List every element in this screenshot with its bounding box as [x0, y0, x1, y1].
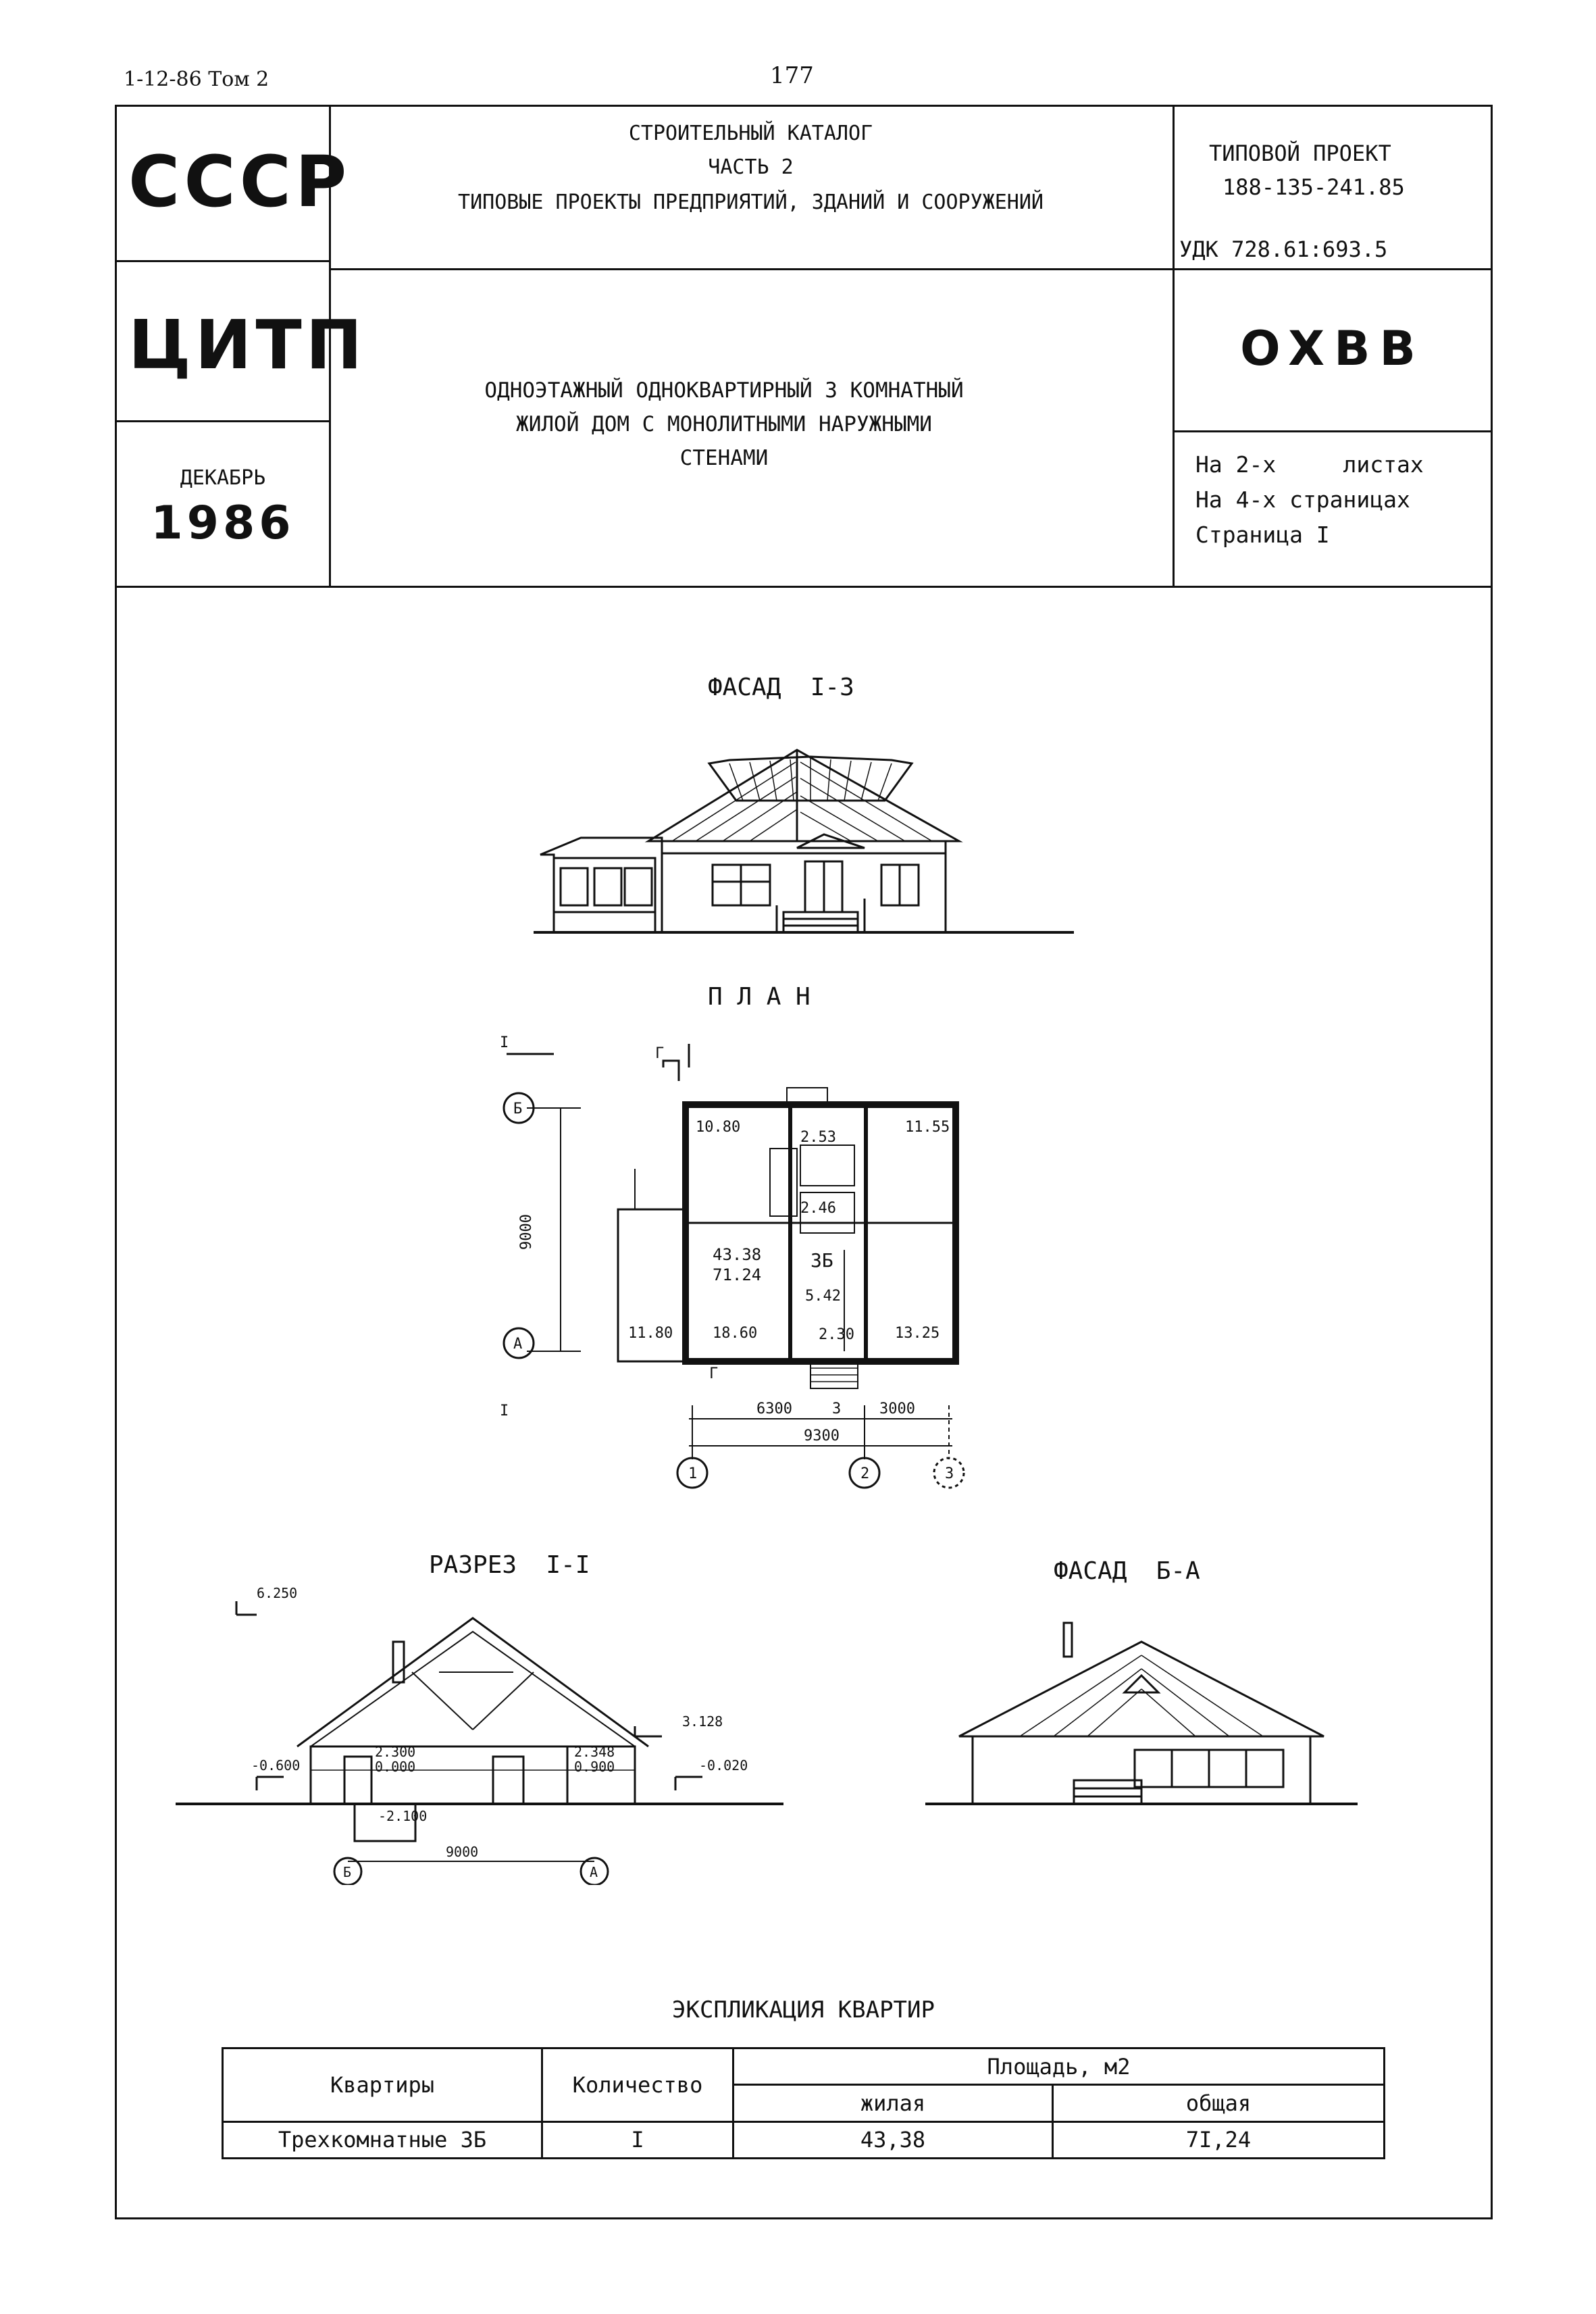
plan-title: П Л А Н	[708, 983, 810, 1011]
room-area: 11.80	[628, 1325, 673, 1342]
section-mark: Г	[655, 1045, 664, 1062]
stamp-divider	[1173, 105, 1175, 586]
page-info: Страница I	[1195, 522, 1330, 548]
catalog-line: СТРОИТЕЛЬНЫЙ КАТАЛОГ	[628, 122, 873, 145]
level-mark: -2.100	[378, 1808, 427, 1824]
cell-count: I	[541, 2120, 734, 2160]
project-title-line: ЖИЛОЙ ДОМ С МОНОЛИТНЫМИ НАРУЖНЫМИ	[516, 412, 932, 436]
level-mark: 3.128	[682, 1713, 723, 1730]
udk-code: УДК 728.61:693.5	[1179, 236, 1388, 262]
classification-code: OXBB	[1240, 321, 1425, 376]
cell-total: 7I,24	[1052, 2120, 1385, 2160]
catalog-line: ТИПОВЫЕ ПРОЕКТЫ ПРЕДПРИЯТИЙ, ЗДАНИЙ И СО…	[458, 191, 1044, 214]
level-mark: -0.020	[699, 1757, 748, 1774]
section-drawing: 6.250 3.128 -0.600 -0.020 -2.100 2.300 0…	[176, 1585, 783, 1885]
axis-label: 3	[945, 1465, 954, 1482]
stamp-divider	[115, 586, 1493, 588]
facade-b-a-title: ФАСАД Б-А	[1054, 1557, 1200, 1585]
project-title-line: ОДНОЭТАЖНЫЙ ОДНОКВАРТИРНЫЙ 3 КОМНАТНЫЙ	[484, 378, 964, 403]
stamp-divider	[115, 420, 329, 422]
axis-label: А	[513, 1336, 522, 1353]
dimension: 9000	[446, 1844, 478, 1860]
axis-label: 1	[688, 1465, 697, 1482]
org-citp: ЦИТП	[128, 305, 367, 384]
column-header-area: Площадь, м2	[732, 2046, 1385, 2086]
section-mark: I	[500, 1034, 509, 1051]
level-mark: -0.600	[251, 1757, 300, 1774]
room-area: 10.80	[696, 1119, 740, 1136]
date-year: 1986	[151, 497, 295, 550]
column-header-apartments: Квартиры	[222, 2047, 543, 2123]
apartment-type: 3Б	[810, 1249, 833, 1272]
dimension: 9300	[804, 1428, 840, 1444]
room-area: 71.24	[713, 1265, 761, 1284]
section-mark: I	[500, 1403, 509, 1419]
sheet-frame	[115, 105, 1493, 2219]
catalog-line: ЧАСТЬ 2	[708, 155, 794, 179]
room-area: 2.53	[800, 1129, 836, 1146]
room-area: 2.30	[819, 1326, 854, 1343]
date-month: ДЕКАБРЬ	[180, 466, 266, 490]
level-mark: 2.348	[574, 1744, 615, 1760]
pages-info: На 4-х страницах	[1195, 486, 1410, 513]
room-area: 5.42	[805, 1288, 841, 1305]
stamp-divider	[1173, 430, 1493, 432]
axis-label: Б	[513, 1101, 522, 1117]
project-label: ТИПОВОЙ ПРОЕКТ	[1209, 141, 1391, 166]
dimension: 6300	[756, 1401, 792, 1417]
stamp-divider	[115, 260, 329, 262]
project-title-line: СТЕНАМИ	[679, 446, 769, 470]
page-number: 177	[770, 62, 814, 89]
sheets-info: На 2-х листах	[1195, 451, 1424, 478]
level-mark: 0.000	[375, 1759, 415, 1775]
org-ussr: СССР	[128, 141, 351, 223]
explication-table: Квартиры Количество Площадь, м2 жилая об…	[222, 2046, 1385, 2160]
level-mark: 2.300	[375, 1744, 415, 1760]
facade-b-a-drawing	[925, 1621, 1358, 1805]
explication-title: ЭКСПЛИКАЦИЯ КВАРТИР	[672, 1996, 935, 2023]
dimension: 3000	[879, 1401, 915, 1417]
level-mark: 6.250	[257, 1585, 297, 1601]
room-area: 11.55	[905, 1119, 950, 1136]
room-area: 43.38	[713, 1245, 761, 1264]
column-header-count: Количество	[541, 2047, 734, 2123]
facade-1-3-drawing	[534, 749, 1074, 934]
axis-label: А	[590, 1864, 598, 1880]
section-title: РАЗРЕЗ I-I	[429, 1551, 590, 1579]
column-header-living: жилая	[732, 2084, 1054, 2123]
document-reference: 1-12-86 Том 2	[124, 68, 269, 91]
room-area: 2.46	[800, 1200, 836, 1217]
facade-1-3-title: ФАСАД I-3	[708, 674, 854, 701]
floor-plan-drawing: I I Г Г 10.80 11.55 2.53 2.46 43.38 71.2…	[500, 1034, 965, 1489]
table-row: Трехкомнатные 3Б I 43,38 7I,24	[222, 2120, 1385, 2160]
dimension: 3	[832, 1401, 841, 1417]
stamp-divider	[329, 268, 1493, 270]
room-area: 13.25	[895, 1325, 939, 1342]
project-number: 188-135-241.85	[1222, 174, 1405, 200]
cell-living: 43,38	[732, 2120, 1054, 2160]
level-mark: 0.900	[574, 1759, 615, 1775]
axis-label: 2	[860, 1465, 869, 1482]
room-area: 18.60	[713, 1325, 757, 1342]
section-mark: Г	[709, 1365, 718, 1382]
stamp-divider	[329, 105, 331, 586]
column-header-total: общая	[1052, 2084, 1385, 2123]
dimension: 9000	[518, 1214, 535, 1250]
axis-label: Б	[343, 1864, 351, 1880]
cell-apartment: Трехкомнатные 3Б	[222, 2120, 543, 2160]
